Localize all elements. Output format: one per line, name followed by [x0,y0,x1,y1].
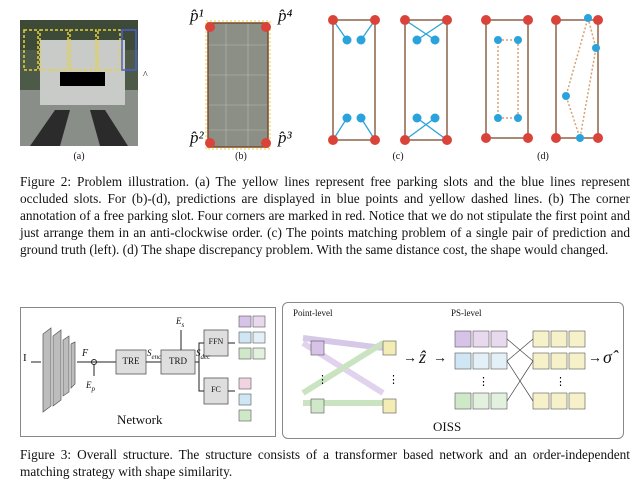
fig2-label-d: (d) [537,151,549,162]
svg-text:⋮: ⋮ [317,374,328,386]
point-level-label: Point-level [293,308,333,318]
slot-embed-text: E [176,316,182,326]
fig2-label-b: (b) [235,151,247,162]
pos-embed-text: E [86,380,92,390]
svg-text:⋮: ⋮ [478,376,489,388]
ffn-block: FFN [208,337,224,346]
s-dec-label: Sdec [196,348,210,361]
feature-label: F [82,348,88,359]
slot-embed-label: Es [176,316,184,329]
figure3-caption: Figure 3: Overall structure. The structu… [20,447,630,479]
corner-label-p2: p̂² [190,128,204,147]
corner-label-p1: p̂¹ [190,6,204,25]
fig2a-photo [20,20,138,146]
sigma-hat-symbol: σ̂ [603,347,612,367]
pos-embed-sub: p [91,384,96,393]
s-dec-sub: dec [200,352,211,361]
arrow-to-sigma: → [588,351,602,366]
fig2b-slot [196,15,286,155]
pos-embed-label: Ep [86,380,95,393]
network-box: I F Ep Es TRE TRD FFN FC Senc Sdec Netwo… [20,307,276,437]
network-input-label: I [23,352,27,364]
figure2-caption: Figure 2: Problem illustration. (a) The … [20,174,630,257]
tre-block: TRE [122,356,140,366]
fig2-label-c: (c) [392,151,404,162]
ps-level-label: PS-level [451,308,482,318]
oiss-box: Point-level PS-level ⋮ ⋮ [282,302,624,439]
fig2-label-a: (a) [73,151,85,162]
slot-embed-sub: s [181,320,185,329]
arrow-from-z: → [433,351,447,366]
fig2d-shape [478,8,618,153]
corner-label-p4: p̂⁴ [278,6,293,25]
s-enc-text: S [147,348,152,358]
svg-text:⋮: ⋮ [388,374,399,386]
fc-block: FC [211,385,221,394]
s-enc-label: Senc [147,348,161,361]
z-hat-symbol: ẑ [419,347,427,367]
fig2c-matching [325,10,455,150]
fig2a-caret: ^ [143,70,148,81]
corner-label-p3: p̂³ [278,128,292,147]
trd-block: TRD [169,356,187,366]
feature-label-text: F [82,348,89,359]
arrow-to-z: → [403,351,417,366]
network-title: Network [117,412,163,427]
svg-text:⋮: ⋮ [555,376,566,388]
oiss-title: OISS [433,419,462,434]
s-dec-text: S [196,348,201,358]
s-enc-sub: enc [151,352,162,361]
